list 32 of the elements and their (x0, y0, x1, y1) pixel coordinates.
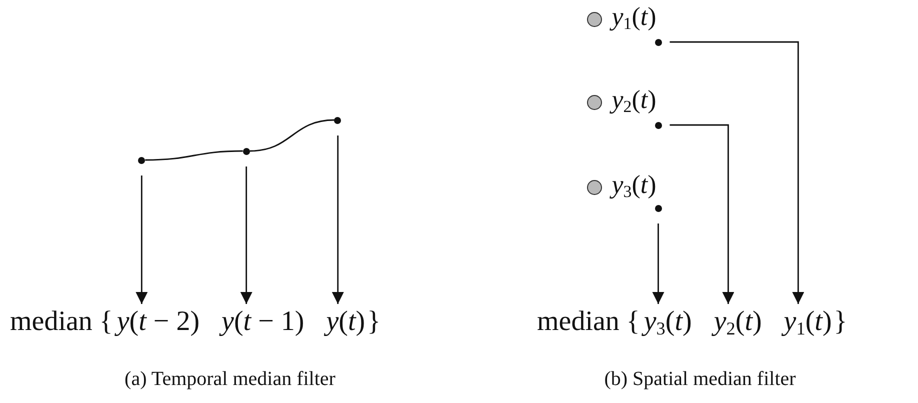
formula-term: y(t − 2) (116, 308, 200, 336)
data-point (138, 156, 146, 164)
figure-caption: (b) Spatial median filter (604, 368, 796, 391)
arrow (670, 124, 734, 304)
formula-text: median { (10, 308, 113, 336)
formula-term: y$_{3}$(t) (644, 308, 692, 338)
arrow (240, 166, 252, 304)
curve-line (250, 119, 334, 152)
formula-text: median { (537, 308, 640, 336)
sensor-circle (586, 12, 602, 26)
signal-label: y$_{2}$(t) (612, 87, 656, 116)
data-point (242, 148, 250, 154)
arrow (652, 224, 664, 304)
signal-label: y$_{3}$(t) (612, 172, 656, 202)
curve-line (145, 150, 243, 161)
formula-term: y$_{1}$(t) (784, 308, 832, 338)
sensor-circle (586, 94, 602, 110)
data-point (654, 204, 662, 212)
formula-text: } (834, 308, 848, 336)
figure-caption: (a) Temporal median filter (124, 368, 336, 391)
data-point (654, 38, 662, 46)
formula-term: y(t − 1) (222, 308, 304, 336)
sensor-circle (586, 180, 602, 194)
arrow (332, 136, 344, 304)
data-point (334, 116, 342, 124)
signal-label: y$_{1}$(t) (612, 4, 656, 34)
formula-term: y$_{2}$(t) (714, 308, 762, 338)
arrow (136, 176, 148, 304)
formula-text: } (367, 308, 381, 336)
data-point (654, 122, 662, 128)
formula-term: y(t) (326, 308, 366, 336)
arrow (670, 41, 804, 304)
